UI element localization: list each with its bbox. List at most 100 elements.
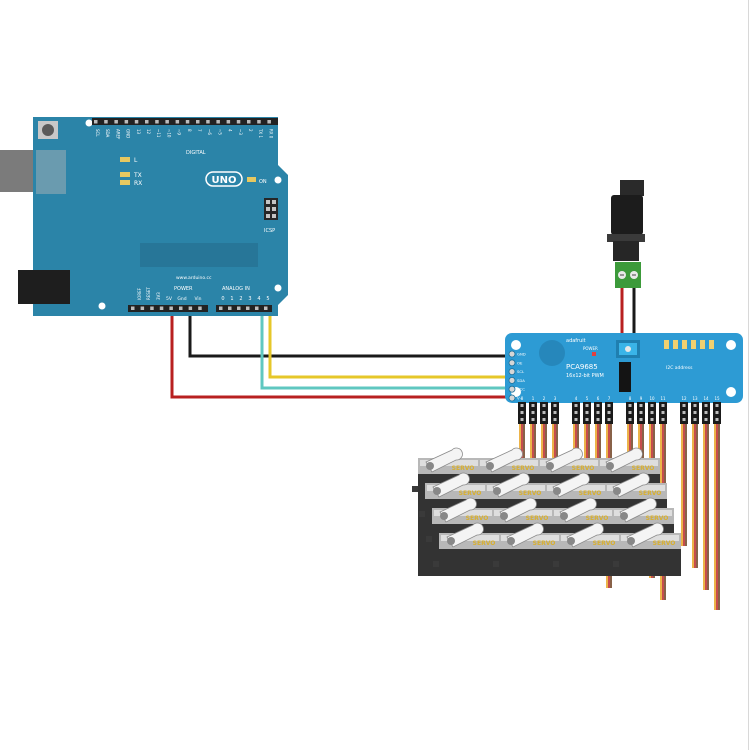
servo-horn (492, 472, 530, 498)
led-tx (120, 172, 130, 177)
channel-number: 1 (532, 396, 535, 401)
servo-horn-screw (546, 462, 554, 470)
led-on (247, 177, 256, 182)
header-pin (114, 120, 118, 124)
pwm-left-pin-label: V+ (517, 396, 523, 401)
servo-label: SERVO (452, 465, 475, 472)
channel-pin (682, 411, 686, 414)
servo-horn (605, 447, 643, 473)
channel-pin (596, 411, 600, 414)
servo-horn-screw (493, 487, 501, 495)
header-pin (185, 120, 190, 124)
channel-pin (693, 418, 697, 421)
pwm-left-pins (508, 350, 516, 402)
top-pin-label: 2 (248, 129, 253, 132)
header-pin (255, 306, 259, 310)
led-tx-label: TX (133, 172, 142, 179)
channel-number: 7 (608, 396, 611, 401)
servo: SERVO (553, 522, 621, 576)
servo-horn (432, 472, 470, 498)
header-pin (179, 306, 183, 310)
reset-button-cap (42, 124, 54, 136)
servo-horn-screw (447, 537, 455, 545)
usb-cable-body (0, 150, 38, 192)
servo-horn (566, 522, 604, 548)
channel-pin (704, 418, 708, 421)
header-pin (169, 306, 173, 310)
dc-plug-socket (613, 241, 639, 261)
arduino-website: www.arduino.cc (176, 275, 212, 281)
capacitor (619, 362, 631, 392)
top-pin-label: 8 (187, 129, 192, 132)
channel-pin (661, 411, 665, 414)
channel-pin (704, 404, 708, 407)
servo-horn-screw (500, 512, 508, 520)
led-l (120, 157, 130, 162)
channel-pin (574, 418, 578, 421)
channel-pin (682, 418, 686, 421)
servo-label: SERVO (646, 515, 669, 522)
pwm-left-pin (508, 359, 516, 367)
channel-pin (682, 404, 686, 407)
top-pin-label: ~5 (217, 129, 222, 135)
header-pin (165, 120, 169, 124)
servo-horn-screw (486, 462, 494, 470)
channel-pin (628, 411, 632, 414)
channel-pin (650, 418, 654, 421)
address-pad (709, 340, 714, 349)
analog-pin-label: 0 (221, 296, 224, 302)
servo-mount (613, 561, 619, 567)
analog-pin-label: 4 (257, 296, 260, 302)
header-pin (246, 306, 250, 310)
analog-pin-label: 5 (266, 296, 269, 302)
mounting-hole (726, 387, 736, 397)
power-label: POWER (174, 286, 193, 292)
top-pin-label: SDA (105, 129, 110, 138)
icsp-pins (266, 200, 276, 218)
power-pin-label: Vin (194, 296, 201, 302)
servo-horn (506, 522, 544, 548)
channel-pin (553, 404, 557, 407)
channel-pin (585, 418, 589, 421)
servo-mount (412, 486, 418, 492)
channel-pin (607, 411, 611, 414)
channel-headers (518, 402, 721, 424)
power-pin-label: 5V (166, 296, 173, 302)
servo-horn-screw (606, 462, 614, 470)
channel-pin (715, 418, 719, 421)
channel-number: 2 (543, 396, 546, 401)
power-pin-label: 3V3 (156, 292, 161, 300)
uno-logo-box (205, 171, 243, 187)
led-l-label: L (134, 157, 138, 164)
bottom-header-pins (131, 306, 268, 310)
power-header (128, 305, 208, 312)
analog-pin-label: 1 (230, 296, 233, 302)
servo-label: SERVO (639, 490, 662, 497)
servo-horn-screw (613, 487, 621, 495)
wire-5v-red (170, 308, 510, 399)
mounting-hole (85, 119, 93, 127)
pwm-left-pin-label: GND (517, 352, 526, 357)
header-pin (159, 306, 164, 310)
channel-number: 3 (554, 396, 557, 401)
pwm-left-pin-label: SCL (517, 369, 525, 374)
channel-pin (628, 404, 632, 407)
pwm-left-pin-label: VCC (517, 387, 525, 392)
header-pin (198, 306, 202, 310)
channel-number: 11 (660, 396, 666, 401)
channel-pin (628, 418, 632, 421)
icsp-label: ICSP (264, 228, 275, 234)
channel-pin (596, 418, 600, 421)
servo-horn (485, 447, 523, 473)
address-pad (673, 340, 678, 349)
top-pin-label: SCL (95, 129, 100, 137)
dc-plug-tip (620, 180, 644, 196)
header-pin (228, 306, 232, 310)
channel-pin (531, 411, 535, 414)
servo-horn (499, 497, 537, 523)
servo-horn (425, 447, 463, 473)
channel-pin (542, 404, 546, 407)
channel-pin (520, 411, 524, 414)
